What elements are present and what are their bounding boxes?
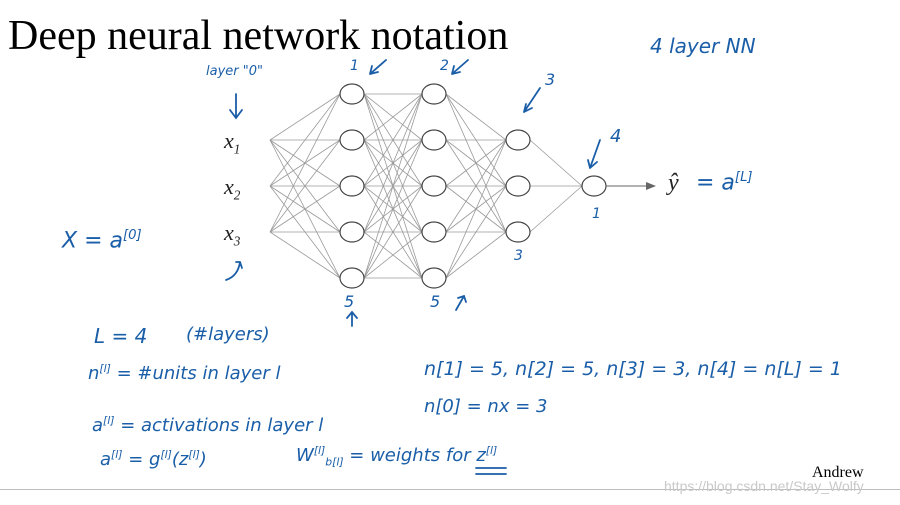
footer-divider [0, 489, 900, 490]
output-yhat: ŷ [668, 170, 679, 196]
connection-edge [363, 93, 423, 233]
layer-zero-label: layer "0" [206, 64, 263, 79]
neuron-layer2-unit5 [421, 267, 447, 289]
n0-value: n[0] = nx = 3 [424, 396, 548, 417]
weights-definition: W[l]b[l] = weights for z[l] [296, 444, 498, 469]
layer2-up-arrow [455, 294, 467, 311]
layer-4-number: 4 [610, 126, 622, 147]
connection-edge [363, 93, 423, 187]
neuron-layer1-unit2 [339, 129, 365, 151]
connection-edge [445, 139, 507, 279]
layers-count-note: (#layers) [186, 324, 270, 345]
layer-1-units: 5 [344, 292, 355, 311]
layer-3-number: 3 [545, 70, 556, 89]
connection-edge [529, 185, 583, 233]
neuron-layer2-unit4 [421, 221, 447, 243]
layer1-arrow [369, 59, 387, 75]
x-equals-a0: X = a[0] [62, 228, 142, 254]
a-definition: a[l] = activations in layer l [92, 414, 324, 436]
slide-title: Deep neural network notation [8, 13, 509, 59]
connection-edge [445, 93, 507, 141]
output-equation: = a[L] [696, 170, 753, 196]
connection-edge [529, 139, 583, 187]
inputs-curve-arrow [225, 261, 243, 281]
layer4-arrow [587, 139, 601, 169]
neuron-layer3-unit2 [505, 175, 531, 197]
a-equation: a[l] = g[l](z[l]) [100, 448, 207, 470]
input-x1: x1 [224, 128, 241, 157]
layer3-arrow [523, 87, 541, 113]
connection-edge [445, 139, 507, 233]
neuron-layer1-unit3 [339, 175, 365, 197]
layer-2-units: 5 [430, 292, 441, 311]
layer-1-number: 1 [350, 58, 359, 74]
neuron-layer2-unit1 [421, 83, 447, 105]
layer2-arrow [451, 59, 469, 75]
connection-edge [445, 185, 507, 279]
n-definition: n[l] = #units in layer l [88, 362, 281, 384]
connection-edge [363, 185, 423, 279]
connection-edge [269, 231, 341, 279]
neuron-layer4-unit1 [581, 175, 607, 197]
layer-4-units: 1 [592, 206, 601, 222]
connection-edge [363, 93, 423, 141]
author-name: Andrew [812, 464, 864, 481]
layer0-down-arrow [229, 93, 243, 120]
neuron-layer2-unit2 [421, 129, 447, 151]
output-arrow-head [646, 182, 656, 190]
layer-2-number: 2 [440, 58, 449, 74]
input-x3: x3 [224, 220, 241, 249]
neuron-layer1-unit1 [339, 83, 365, 105]
n-values: n[1] = 5, n[2] = 5, n[3] = 3, n[4] = n[L… [424, 358, 842, 380]
connection-edge [269, 139, 341, 233]
L-value-note: L = 4 [94, 324, 148, 348]
connection-edge [269, 93, 341, 141]
connection-edge [363, 231, 423, 279]
connection-edge [363, 139, 423, 279]
neuron-layer3-unit1 [505, 129, 531, 151]
neuron-layer3-unit3 [505, 221, 531, 243]
input-x2: x2 [224, 174, 241, 203]
layer-3-units: 3 [514, 248, 523, 264]
connection-edge [269, 93, 341, 187]
connection-edge [269, 185, 341, 233]
four-layer-nn-note: 4 layer NN [650, 34, 756, 58]
connection-edge [445, 231, 507, 279]
neuron-layer1-unit5 [339, 267, 365, 289]
connection-edge [445, 139, 507, 187]
watermark: https://blog.csdn.net/Stay_Wolfy [664, 478, 864, 494]
connection-edge [363, 93, 423, 279]
neuron-layer1-unit4 [339, 221, 365, 243]
layer1-up-arrow [346, 310, 358, 327]
neuron-layer2-unit3 [421, 175, 447, 197]
connection-edge [269, 93, 341, 233]
z-underline [475, 467, 507, 475]
